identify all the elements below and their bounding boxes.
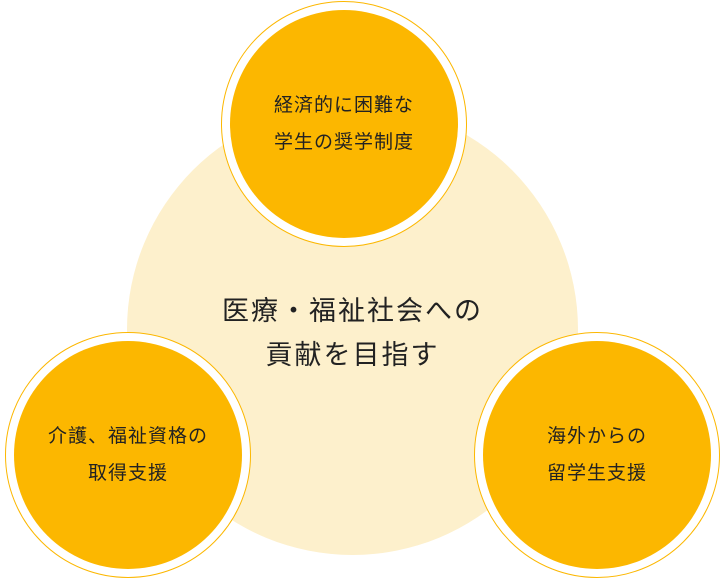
circle-international: 海外からの 留学生支援 [474, 332, 720, 578]
central-goal-line2: 貢献を目指す [265, 340, 440, 371]
circle-qualification: 介護、福祉資格の 取得支援 [5, 332, 251, 578]
circle-scholarship: 経済的に困難な 学生の奨学制度 [221, 1, 467, 247]
central-goal-line1: 医療・福祉社会への [222, 296, 483, 327]
circle-scholarship-line1: 経済的に困難な [273, 94, 414, 116]
circle-scholarship-line2: 学生の奨学制度 [273, 131, 414, 153]
circle-qualification-line1: 介護、福祉資格の [47, 425, 208, 447]
circle-international-line2: 留学生支援 [546, 462, 647, 484]
central-goal-text: 医療・福祉社会への 貢献を目指す [127, 290, 578, 378]
circle-qualification-fill: 介護、福祉資格の 取得支援 [14, 341, 242, 569]
circle-international-fill: 海外からの 留学生支援 [483, 341, 711, 569]
circle-qualification-line2: 取得支援 [87, 462, 168, 484]
circle-international-line1: 海外からの [546, 425, 647, 447]
circle-scholarship-fill: 経済的に困難な 学生の奨学制度 [230, 10, 458, 238]
